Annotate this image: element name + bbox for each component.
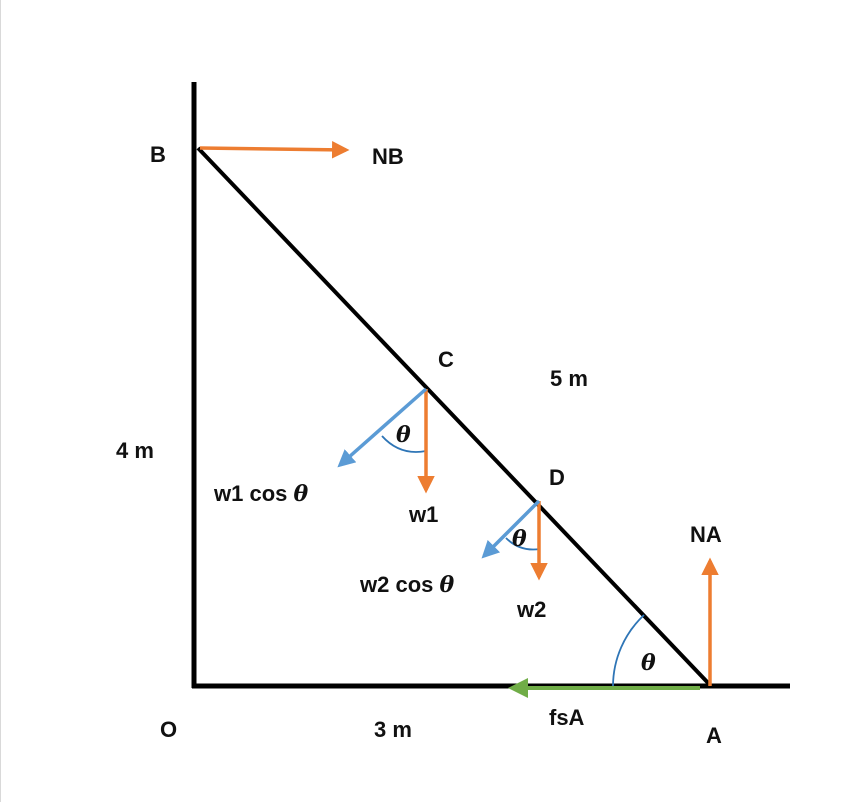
w1-label: w1 bbox=[408, 502, 438, 527]
label-a: A bbox=[706, 723, 722, 748]
w1-cos-text: w1 cos bbox=[213, 481, 293, 506]
page-edge bbox=[0, 0, 1, 802]
theta-arc-c bbox=[381, 435, 427, 453]
label-c: C bbox=[438, 347, 454, 372]
w2-cos-text: w2 cos bbox=[359, 572, 439, 597]
nb-label: NB bbox=[372, 144, 404, 169]
w2-cos-theta: θ bbox=[439, 572, 454, 598]
w2-label: w2 bbox=[516, 597, 546, 622]
w2-cos-label: w2 cos θ bbox=[359, 572, 454, 598]
theta-label-c: θ bbox=[396, 422, 411, 448]
height-label: 4 m bbox=[116, 438, 154, 463]
ladder-length-label: 5 m bbox=[550, 366, 588, 391]
theta-label-d: θ bbox=[512, 526, 527, 552]
theta-arc-a bbox=[612, 614, 645, 687]
nb-arrow bbox=[199, 141, 350, 159]
fsa-label: fsA bbox=[549, 705, 585, 730]
w1-cos-arrow bbox=[337, 387, 428, 468]
w2-cos-arrow bbox=[481, 499, 541, 559]
na-label: NA bbox=[690, 522, 722, 547]
label-o: O bbox=[160, 717, 177, 742]
ladder-line bbox=[196, 146, 713, 688]
label-b: B bbox=[150, 142, 166, 167]
label-d: D bbox=[549, 465, 565, 490]
theta-label-a: θ bbox=[641, 650, 656, 676]
base-label: 3 m bbox=[374, 717, 412, 742]
w1-cos-label: w1 cos θ bbox=[213, 481, 308, 507]
theta-arc-d bbox=[505, 537, 541, 551]
w1-cos-theta: θ bbox=[293, 481, 308, 507]
